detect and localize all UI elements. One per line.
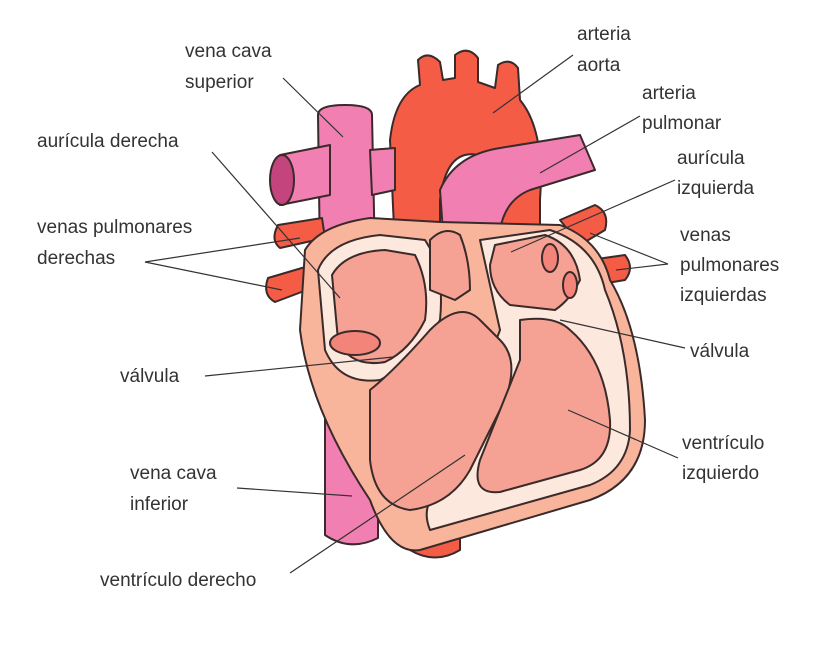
right-ventricle: [369, 311, 513, 511]
label-venas-pulmonares-derechas-1: venas pulmonares: [37, 217, 192, 238]
pulmonary-vein-opening-2: [562, 271, 578, 299]
label-vena-cava-superior-1: vena cava: [185, 41, 272, 62]
label-ventriculo-izquierdo-2: izquierdo: [682, 463, 759, 484]
label-arteria-pulmonar-2: pulmonar: [642, 113, 722, 134]
label-ventriculo-derecho: ventrículo derecho: [100, 570, 256, 591]
label-venas-pulmonares-izquierdas-2: pulmonares: [680, 255, 779, 276]
label-vena-cava-inferior-1: vena cava: [130, 463, 217, 484]
label-vena-cava-superior-2: superior: [185, 72, 254, 93]
label-vena-cava-inferior-2: inferior: [130, 494, 189, 515]
label-auricula-derecha: aurícula derecha: [37, 131, 179, 152]
label-auricula-izquierda-1: aurícula: [677, 148, 745, 169]
label-arteria-aorta-2: aorta: [577, 55, 621, 76]
leader-lines: [144, 54, 686, 574]
label-ventriculo-izquierdo-1: ventrículo: [682, 433, 764, 454]
label-venas-pulmonares-izquierdas-3: izquierdas: [680, 285, 767, 306]
label-arteria-aorta-1: arteria: [577, 24, 631, 45]
pulmonary-vein-opening-1: [541, 243, 559, 273]
left-ventricle: [476, 317, 612, 494]
label-venas-pulmonares-izquierdas-1: venas: [680, 225, 731, 246]
aortic-root: [429, 230, 471, 301]
label-valvula-izquierda: válvula: [690, 341, 750, 362]
left-branch-vessel: [369, 147, 396, 196]
vessel-opening: [269, 154, 295, 206]
label-venas-pulmonares-derechas-2: derechas: [37, 248, 115, 269]
valve-flap-right: [329, 330, 381, 356]
label-arteria-pulmonar-1: arteria: [642, 83, 696, 104]
label-auricula-izquierda-2: izquierda: [677, 178, 755, 199]
label-valvula-derecha: válvula: [120, 366, 180, 387]
